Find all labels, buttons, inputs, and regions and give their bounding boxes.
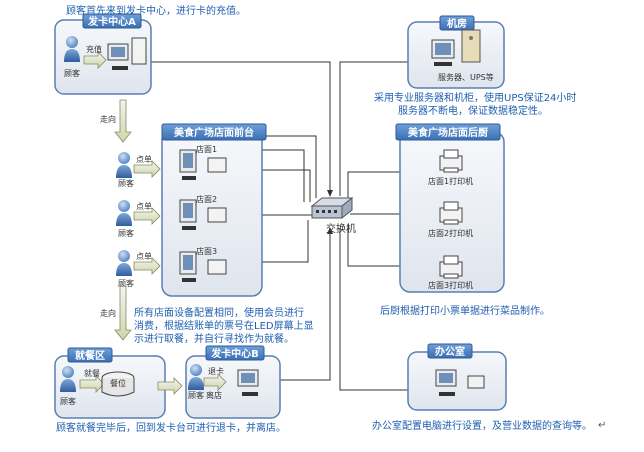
caption-middle-3: 示进行取餐，并自行寻找作为就餐。	[134, 334, 294, 345]
label-printer2: 店面2打印机	[428, 228, 473, 238]
computers	[107, 29, 485, 396]
flow-arrow	[79, 375, 105, 393]
label-customer: 顾客	[118, 178, 134, 188]
printer-icon	[439, 201, 463, 225]
server-icon	[431, 29, 481, 66]
panel-title-card-center-b: 发卡中心B	[210, 347, 259, 360]
panel-title-card-center-a: 发卡中心A	[87, 15, 136, 28]
caption-server-desc-2: 服务器不断电，保证数据稳定性。	[398, 106, 548, 117]
label-leave: 离店	[206, 390, 222, 400]
return-symbol: ↵	[598, 420, 607, 431]
label-customer: 顾客	[60, 396, 76, 406]
label-walk: 走向	[100, 114, 116, 124]
flow-arrow	[83, 51, 107, 69]
pos-terminal-icon	[179, 251, 227, 282]
label-server-ups: 服务器、UPS等	[438, 72, 494, 82]
flow-arrow	[133, 160, 161, 178]
caption-top: 顾客首先来到发卡中心，进行卡的充值。	[66, 6, 246, 17]
caption-bottom: 顾客就餐完毕后，回到发卡台可进行退卡，并离店。	[56, 423, 286, 434]
label-walk: 走向	[100, 308, 116, 318]
flow-arrow	[114, 99, 132, 143]
label-customer: 顾客	[188, 390, 204, 400]
person-icon	[116, 250, 132, 276]
switch-icon	[310, 196, 354, 220]
label-dining-table: 餐位	[110, 378, 126, 388]
panel-title-front-desk: 美食广场店面前台	[174, 126, 254, 139]
labels: 充值 顾客 走向 点单 顾客 点单 顾客 点单 顾客 走向 店面1 店面2 店面…	[60, 44, 494, 406]
label-customer: 顾客	[118, 228, 134, 238]
person-icon	[60, 366, 76, 392]
network-lines	[150, 61, 408, 391]
panel-title-back-kitchen: 美食广场店面后厨	[408, 126, 488, 139]
pos-terminal-icon	[179, 149, 227, 180]
computer-icon	[435, 369, 485, 396]
person-icon	[116, 200, 132, 226]
label-order: 点单	[136, 201, 152, 211]
label-order: 点单	[136, 251, 152, 261]
label-dine: 就餐	[84, 368, 100, 378]
caption-kitchen-desc: 后厨根据打印小票单据进行菜品制作。	[380, 306, 550, 317]
label-order: 点单	[136, 154, 152, 164]
label-recharge: 充值	[86, 44, 102, 54]
label-customer: 顾客	[64, 68, 80, 78]
label-store2: 店面2	[196, 194, 217, 204]
flow-arrow	[203, 373, 227, 391]
printers	[439, 149, 463, 279]
flow-arrow	[157, 377, 183, 395]
label-customer: 顾客	[118, 278, 134, 288]
flow-arrows	[79, 51, 227, 395]
label-printer3: 店面3打印机	[428, 280, 473, 290]
flow-arrow	[133, 257, 161, 275]
panel-office: 办公室	[407, 343, 507, 411]
printer-icon	[439, 255, 463, 279]
label-switch: 交换机	[326, 222, 356, 235]
label-printer1: 店面1打印机	[428, 176, 473, 186]
pos-terminal-icon	[179, 199, 227, 230]
panel-title-machine-room: 机房	[447, 17, 467, 30]
flow-arrow	[133, 207, 161, 225]
panel-title-office: 办公室	[435, 345, 465, 358]
computer-icon	[237, 369, 259, 396]
person-icon	[188, 364, 204, 390]
dining-table-icon	[101, 371, 135, 397]
computer-icon	[107, 37, 147, 70]
panel-title-dining-area: 就餐区	[75, 349, 105, 362]
person-icon	[116, 152, 132, 178]
label-store1: 店面1	[196, 144, 217, 154]
persons	[60, 36, 204, 392]
caption-middle-1: 所有店面设备配置相同，使用会员进行	[134, 308, 304, 319]
caption-office-desc: 办公室配置电脑进行设置，及营业数据的查询等。	[372, 421, 592, 432]
printer-icon	[439, 149, 463, 173]
label-return-card: 退卡	[208, 366, 224, 376]
flow-arrow	[114, 285, 132, 341]
person-icon	[64, 36, 80, 62]
caption-middle-2: 消费，根据结账单的票号在LED屏幕上显	[134, 321, 314, 332]
label-store3: 店面3	[196, 246, 217, 256]
caption-server-desc-1: 采用专业服务器和机柜，使用UPS保证24小时	[374, 93, 577, 104]
